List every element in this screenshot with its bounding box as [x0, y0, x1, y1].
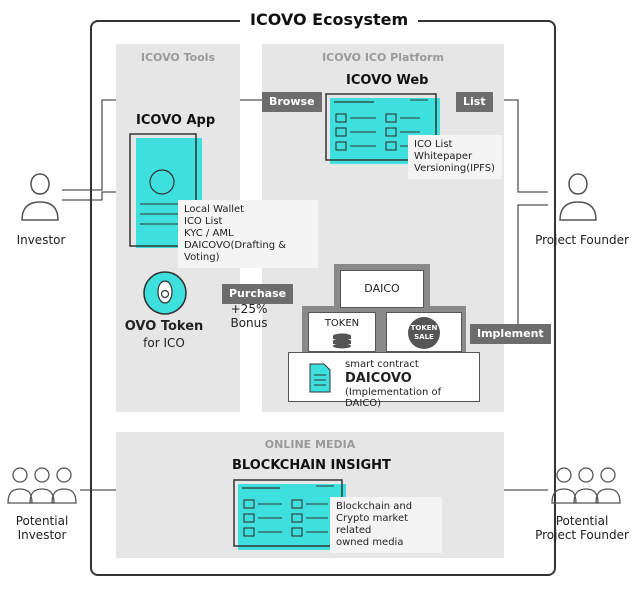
app-features-note: Local Wallet ICO List KYC / AML DAICOVO(…: [178, 200, 318, 268]
tools-panel-title: ICOVO Tools: [140, 51, 216, 64]
list-tag: List: [456, 92, 493, 112]
contract-name: DAICOVO: [345, 371, 412, 386]
ovo-token-sub: for ICO: [143, 336, 185, 350]
web-title: ICOVO Web: [346, 73, 429, 88]
platform-panel-title: ICOVO ICO Platform: [322, 51, 444, 64]
contract-desc: (Implementation of DAICO): [345, 387, 442, 409]
coin-stack-icon: [332, 333, 352, 353]
project-founder-person-icon: [556, 170, 600, 222]
project-founder-label: Project Founder: [535, 233, 629, 247]
investor-person-icon: [18, 170, 62, 222]
purchase-tag: Purchase: [222, 284, 294, 304]
potential-founder-group-icon: [550, 465, 622, 505]
ovo-token-name: OVO Token: [124, 319, 204, 334]
bonus-label: +25% Bonus: [230, 302, 268, 330]
implement-tag: Implement: [470, 324, 551, 344]
token-box: TOKEN: [308, 312, 376, 352]
media-browser-icon: [232, 478, 350, 554]
contract-caption: smart contract: [345, 359, 419, 370]
ecosystem-title: ICOVO Ecosystem: [240, 10, 419, 29]
media-panel-title: ONLINE MEDIA: [264, 438, 356, 451]
media-desc-note: Blockchain and Crypto market related own…: [330, 497, 442, 553]
investor-label: Investor: [16, 233, 66, 247]
web-features-note: ICO List Whitepaper Versioning(IPFS): [408, 135, 502, 179]
browse-tag: Browse: [262, 92, 322, 112]
daico-box: DAICO: [340, 270, 424, 308]
smart-contract-box: smart contract DAICOVO (Implementation o…: [288, 352, 480, 409]
document-icon: [309, 363, 331, 393]
media-title: BLOCKCHAIN INSIGHT: [232, 458, 391, 473]
app-title: ICOVO App: [136, 113, 216, 128]
ovo-token-icon: [142, 270, 188, 316]
potential-investor-group-icon: [6, 465, 78, 505]
token-box-label: TOKEN: [324, 318, 360, 329]
